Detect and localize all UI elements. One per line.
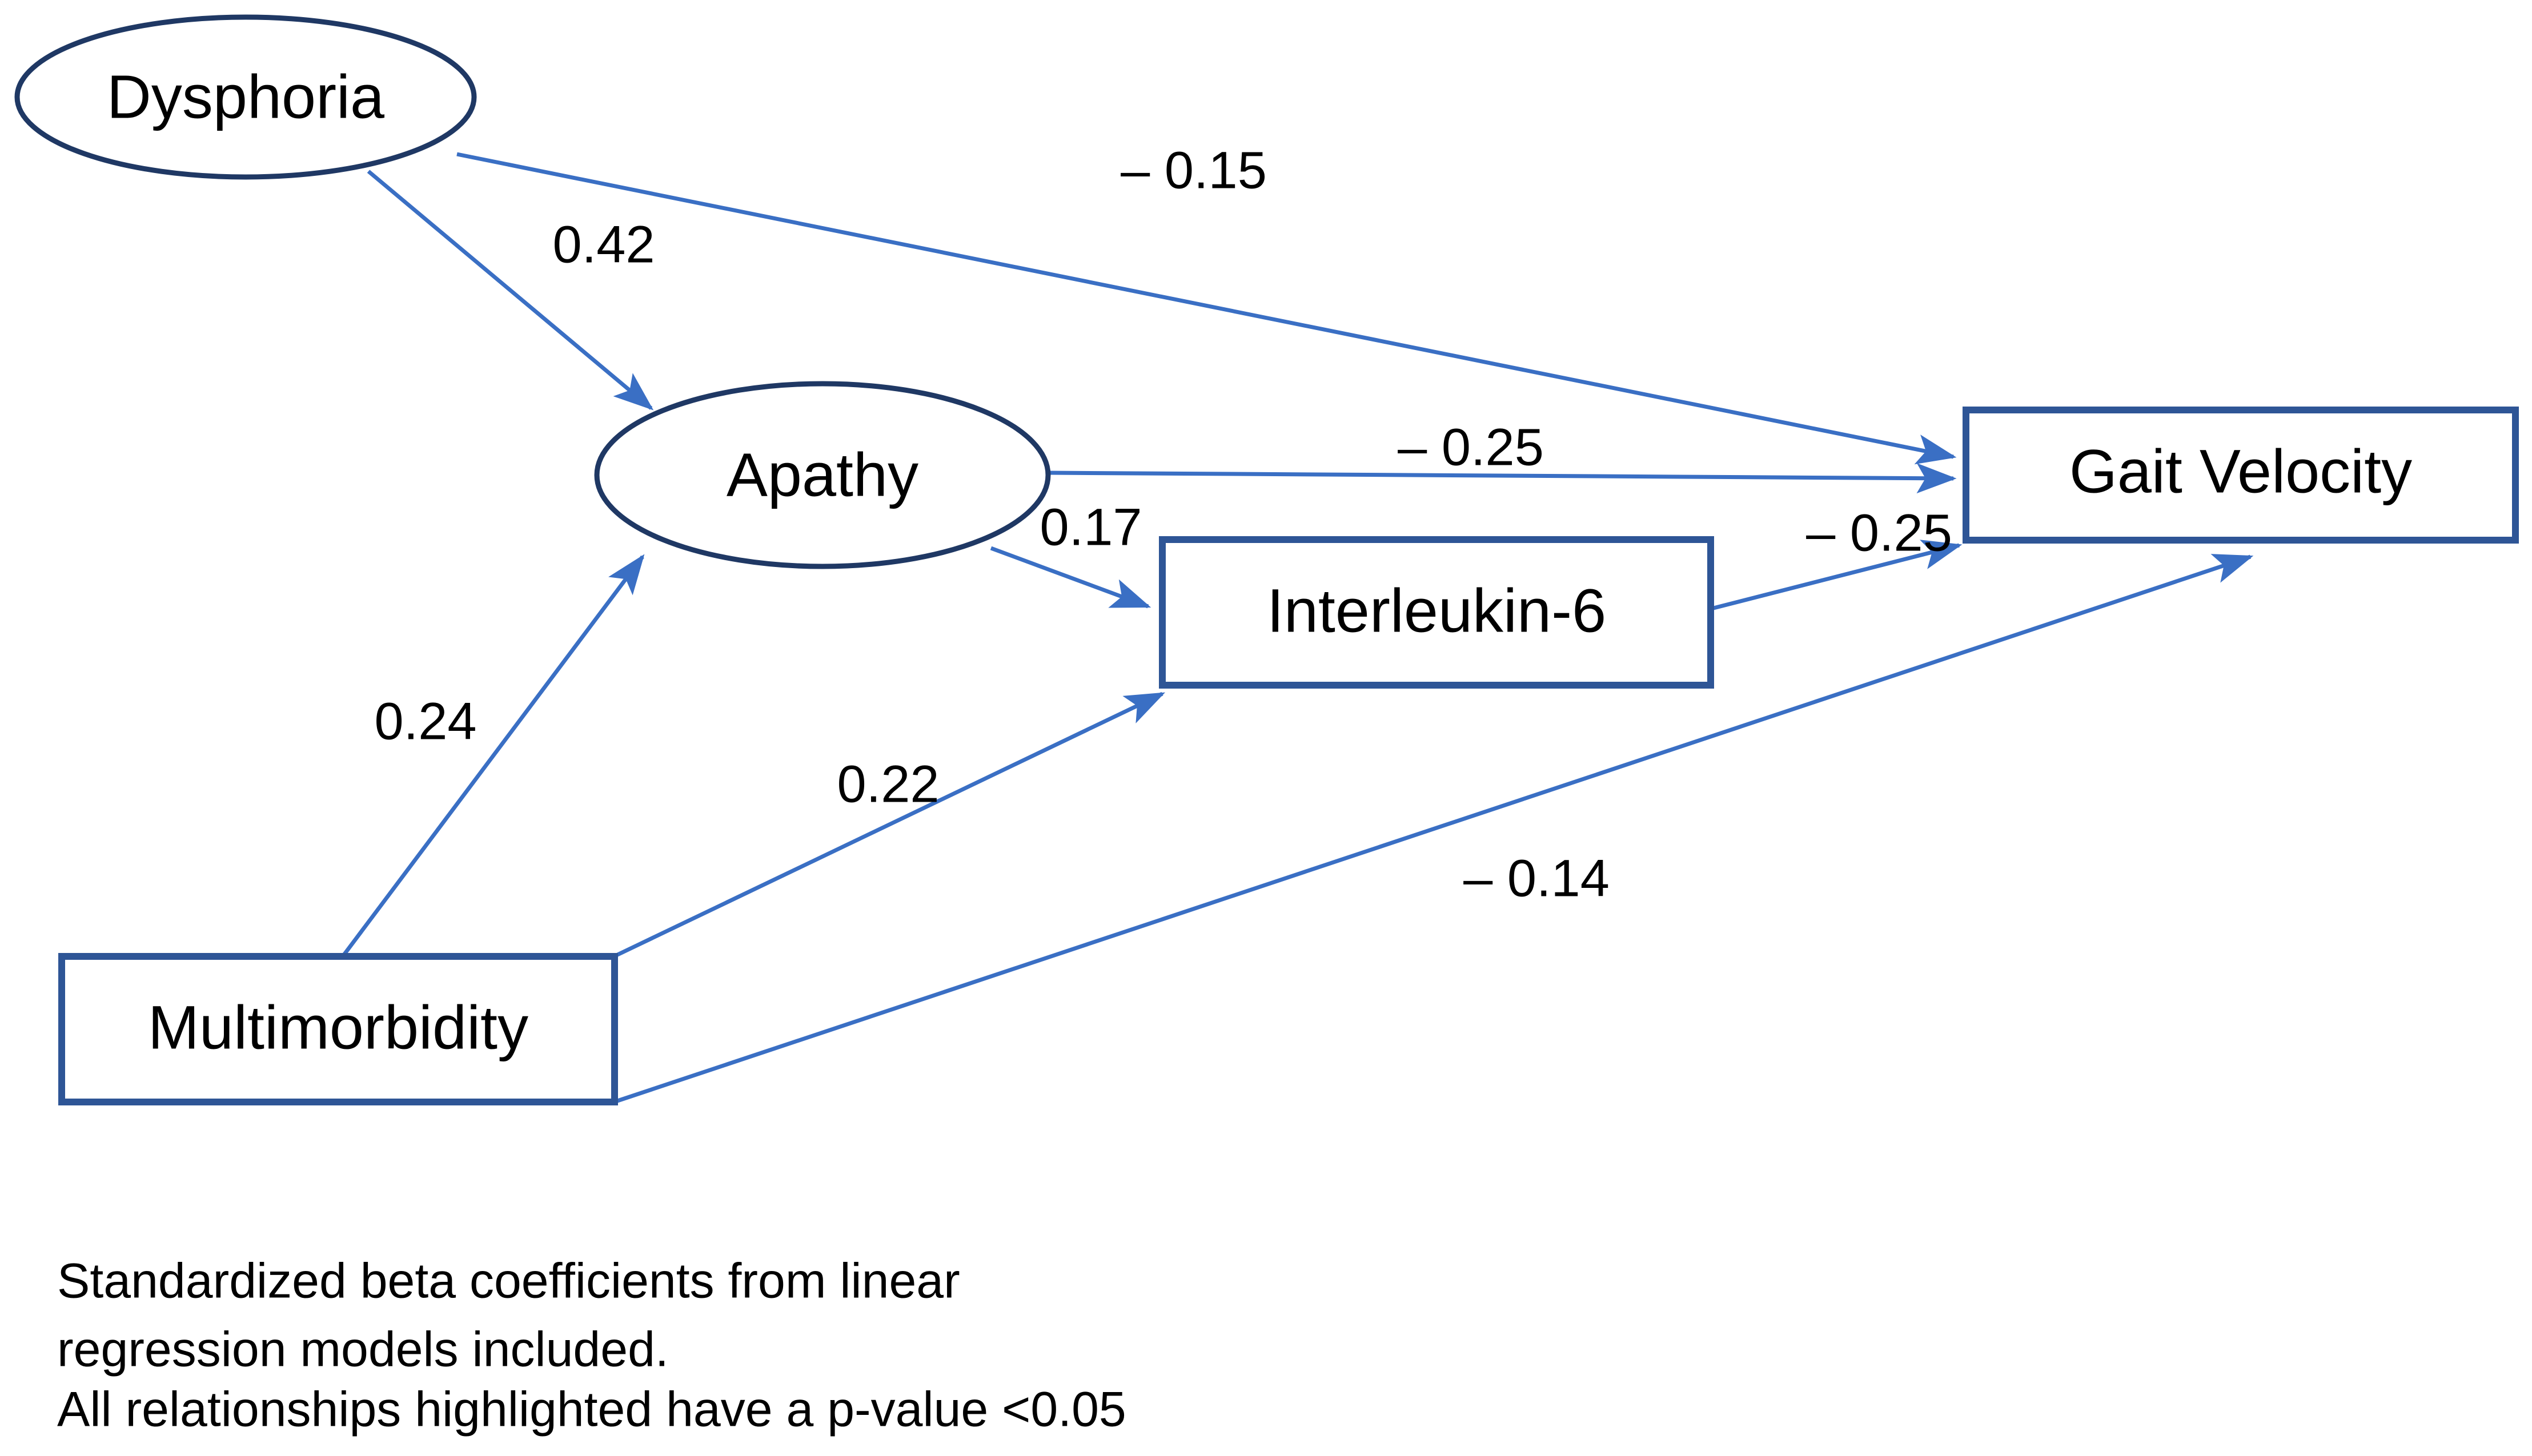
node-shape-apathy[interactable] (594, 381, 1051, 569)
node-interleukin6[interactable]: Interleukin-6 (1159, 536, 1714, 689)
node-multimorbidity[interactable]: Multimorbidity (58, 953, 618, 1105)
edge-label-dysphoria-apathy: 0.42 (552, 215, 655, 273)
node-label-apathy: Apathy (727, 440, 918, 509)
node-apathy[interactable]: Apathy (594, 381, 1051, 569)
edge-label-dysphoria-gait: – 0.15 (1121, 141, 1267, 199)
edge-multimorbidity-interleukin6: 0.22 (613, 691, 1166, 959)
edge-label-multi-apathy: 0.24 (374, 692, 476, 750)
edge-label-apathy-il6: 0.17 (1040, 498, 1142, 556)
edge-line-dysphoria-gait (456, 152, 1957, 465)
node-label-gait-velocity: Gait Velocity (2069, 437, 2412, 506)
caption-block: Standardized beta coefficients from line… (57, 1254, 1126, 1437)
edge-label-apathy-gait: – 0.25 (1398, 418, 1544, 476)
node-dysphoria[interactable]: Dysphoria (14, 14, 477, 180)
edge-multimorbidity-apathy: 0.24 (341, 554, 645, 958)
edge-line-apathy-il6 (990, 546, 1151, 609)
edge-apathy-gait-velocity: – 0.25 (1048, 418, 1957, 494)
edge-label-multi-il6: 0.22 (837, 755, 939, 813)
edge-line-il6-gait (1713, 540, 1963, 610)
node-shape-gait-velocity[interactable] (1963, 407, 2519, 544)
edge-dysphoria-gait-velocity: – 0.15 (456, 141, 1957, 465)
edge-line-apathy-gait (1048, 462, 1957, 494)
edge-label-il6-gait: – 0.25 (1806, 504, 1952, 562)
node-label-dysphoria: Dysphoria (107, 62, 385, 131)
edge-line-multi-apathy (341, 554, 645, 958)
edge-label-multi-gait: – 0.14 (1463, 849, 1610, 907)
edge-interleukin6-gait-velocity: – 0.25 (1713, 504, 1963, 610)
edge-line-dysphoria-apathy (367, 170, 654, 411)
edge-multimorbidity-gait-velocity: – 0.14 (613, 554, 2254, 1104)
edge-apathy-interleukin6: 0.17 (990, 498, 1151, 609)
node-gait-velocity[interactable]: Gait Velocity (1963, 407, 2519, 544)
node-label-multimorbidity: Multimorbidity (148, 993, 528, 1062)
node-shape-interleukin6[interactable] (1159, 536, 1714, 689)
caption-line-2: regression models included. (57, 1322, 669, 1377)
edge-line-multi-gait (613, 554, 2254, 1104)
node-shape-dysphoria[interactable] (14, 14, 477, 180)
node-label-interleukin6: Interleukin-6 (1267, 576, 1606, 645)
node-shape-multimorbidity[interactable] (58, 953, 618, 1105)
edge-line-multi-il6 (613, 691, 1166, 959)
edge-dysphoria-apathy: 0.42 (367, 170, 655, 411)
caption-line-1: Standardized beta coefficients from line… (57, 1254, 960, 1309)
caption-line-3: All relationships highlighted have a p-v… (57, 1382, 1126, 1437)
